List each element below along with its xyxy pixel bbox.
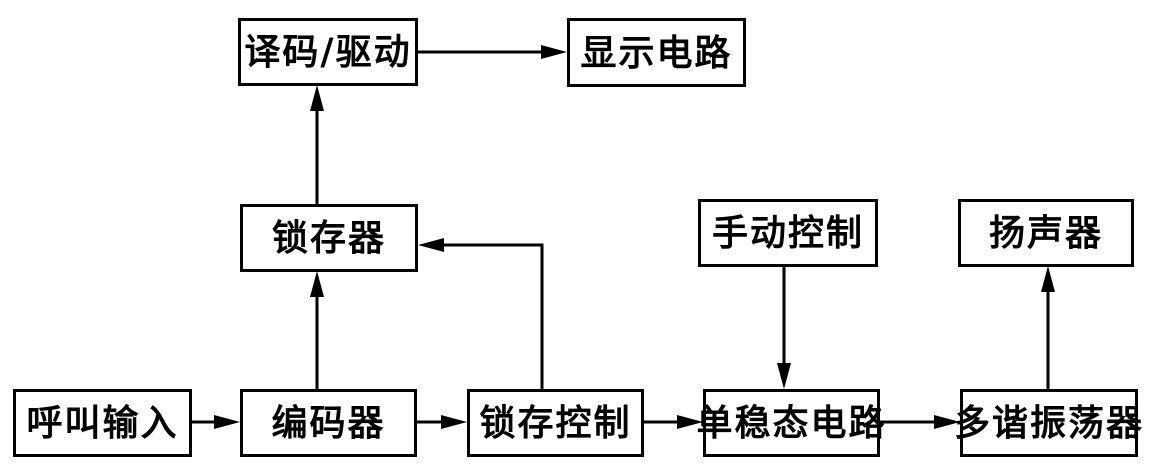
arrow-encoder-to-latch [310, 271, 324, 389]
arrow-latch-to-decode [310, 85, 324, 204]
node-monostable-circuit: 单稳态电路 [697, 389, 885, 457]
node-monostable-circuit-label: 单稳态电路 [696, 402, 887, 444]
node-decode-drive-label: 译码/驱动 [244, 31, 412, 73]
arrow-decode-to-display [417, 45, 567, 59]
node-decode-drive: 译码/驱动 [238, 18, 418, 86]
arrow-latchcontrol-to-monostable [643, 415, 703, 429]
node-latch: 锁存器 [240, 204, 418, 272]
arrow-manual-to-monostable [777, 266, 791, 389]
node-manual-control-label: 手动控制 [711, 212, 864, 254]
node-latch-control: 锁存控制 [467, 389, 644, 457]
node-encoder-label: 编码器 [271, 402, 386, 444]
node-multivibrator-label: 多谐振荡器 [954, 402, 1145, 444]
node-encoder: 编码器 [240, 389, 417, 457]
arrow-callinput-to-encoder [192, 415, 240, 429]
node-speaker-label: 扬声器 [988, 212, 1103, 254]
arrow-monostable-to-multivibrator [880, 415, 960, 429]
node-call-input-label: 呼叫输入 [26, 402, 179, 444]
node-speaker: 扬声器 [958, 199, 1134, 267]
arrow-encoder-to-latchcontrol [417, 415, 467, 429]
node-call-input: 呼叫输入 [13, 389, 192, 457]
node-display-circuit-label: 显示电路 [580, 31, 733, 74]
node-multivibrator: 多谐振荡器 [954, 389, 1142, 457]
arrow-multivibrator-to-speaker [1041, 266, 1055, 389]
node-latch-label: 锁存器 [271, 217, 386, 259]
node-display-circuit: 显示电路 [567, 18, 746, 87]
arrow-latchcontrol-to-latch [418, 238, 544, 389]
node-latch-control-label: 锁存控制 [479, 402, 632, 444]
node-manual-control: 手动控制 [698, 199, 878, 267]
